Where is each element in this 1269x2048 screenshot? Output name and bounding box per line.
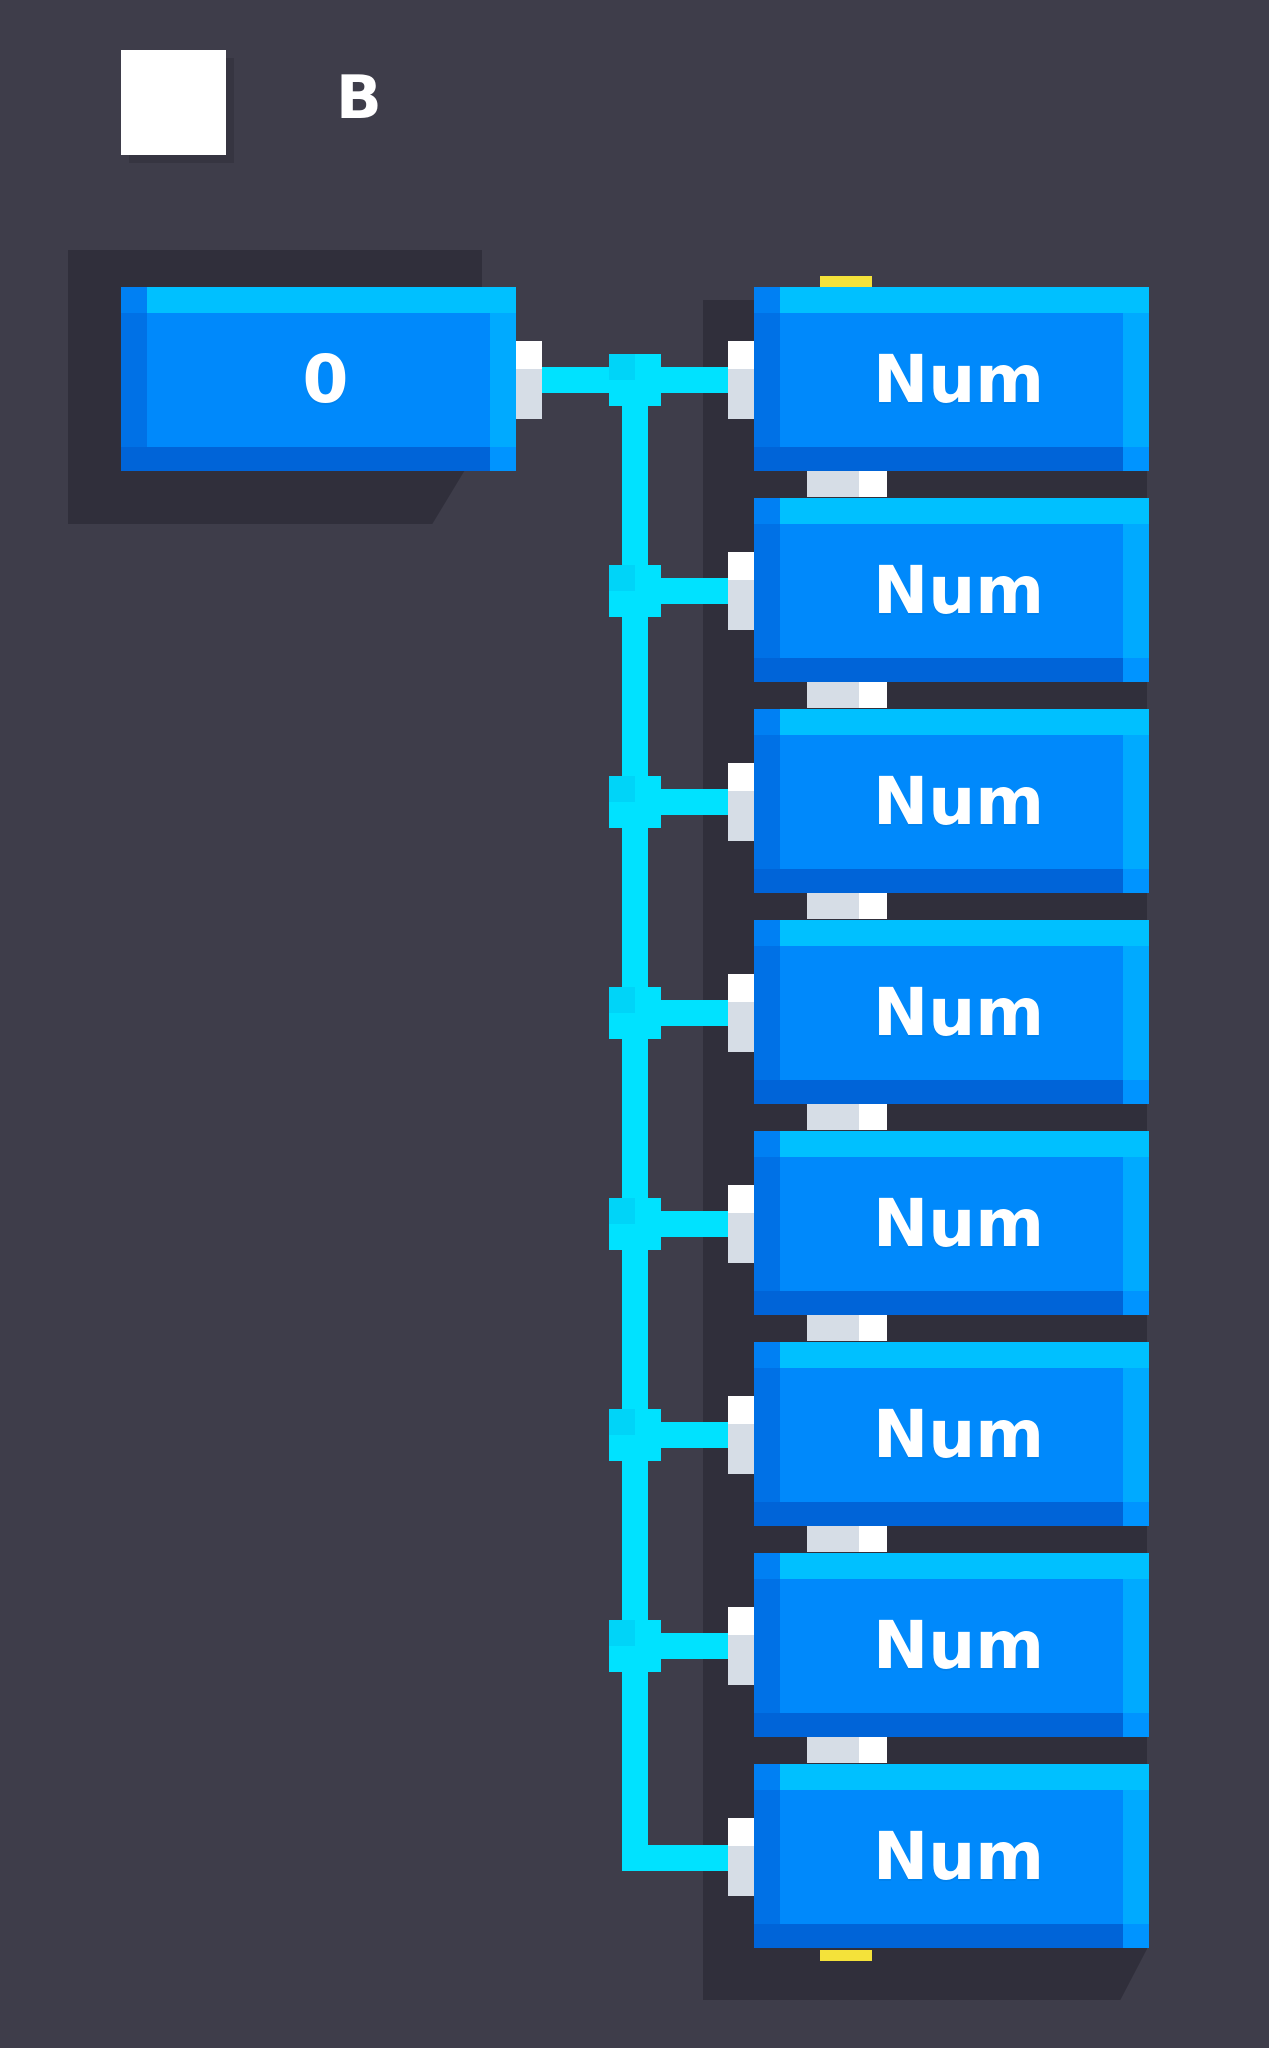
- num-block-5[interactable]: Num: [754, 1131, 1149, 1315]
- num-block-label: Num: [873, 340, 1044, 418]
- num-input-pin-2[interactable]: [728, 552, 754, 630]
- wire-junction-7: [609, 1620, 661, 1672]
- num-block-1[interactable]: Num: [754, 287, 1149, 471]
- num-block-label: Num: [873, 1606, 1044, 1684]
- num-block-8[interactable]: Num: [754, 1764, 1149, 1948]
- wire-bus-bottom: [622, 1845, 734, 1871]
- state-label: B: [336, 63, 383, 133]
- num-input-pin-5[interactable]: [728, 1185, 754, 1263]
- num-block-label: Num: [873, 1395, 1044, 1473]
- wire-junction-4: [609, 987, 661, 1039]
- wire-branch-5: [648, 1211, 734, 1237]
- num-block-label: Num: [873, 551, 1044, 629]
- num-block-7[interactable]: Num: [754, 1553, 1149, 1737]
- stack-link: [807, 1315, 887, 1341]
- stack-link: [807, 893, 887, 919]
- num-block-2[interactable]: Num: [754, 498, 1149, 682]
- num-block-6[interactable]: Num: [754, 1342, 1149, 1526]
- num-input-pin-7[interactable]: [728, 1607, 754, 1685]
- num-block-label: Num: [873, 762, 1044, 840]
- num-block-4[interactable]: Num: [754, 920, 1149, 1104]
- num-input-pin-8[interactable]: [728, 1818, 754, 1896]
- wire-junction-1: [609, 354, 661, 406]
- num-input-pin-1[interactable]: [728, 341, 754, 419]
- wire-junction-2: [609, 565, 661, 617]
- wire-branch-6: [648, 1422, 734, 1448]
- wire-branch-4: [648, 1000, 734, 1026]
- num-block-label: Num: [873, 973, 1044, 1051]
- wire-branch-7: [648, 1633, 734, 1659]
- stack-link: [807, 1104, 887, 1130]
- stack-link: [807, 1526, 887, 1552]
- source-output-pin[interactable]: [516, 341, 542, 419]
- stack-top-marker: [820, 276, 872, 287]
- num-input-pin-6[interactable]: [728, 1396, 754, 1474]
- wire-branch-2: [648, 578, 734, 604]
- wire-branch-3: [648, 789, 734, 815]
- stack-link: [807, 1737, 887, 1763]
- num-block-label: Num: [873, 1184, 1044, 1262]
- wire-junction-3: [609, 776, 661, 828]
- source-block[interactable]: 0: [121, 287, 516, 471]
- num-input-pin-4[interactable]: [728, 974, 754, 1052]
- source-block-value: 0: [302, 340, 349, 418]
- stack-link: [807, 471, 887, 497]
- wire-junction-5: [609, 1198, 661, 1250]
- num-block-3[interactable]: Num: [754, 709, 1149, 893]
- num-input-pin-3[interactable]: [728, 763, 754, 841]
- stack-bottom-marker: [820, 1950, 872, 1961]
- wire-junction-6: [609, 1409, 661, 1461]
- num-block-label: Num: [873, 1817, 1044, 1895]
- state-indicator-square[interactable]: [121, 50, 226, 155]
- stack-link: [807, 682, 887, 708]
